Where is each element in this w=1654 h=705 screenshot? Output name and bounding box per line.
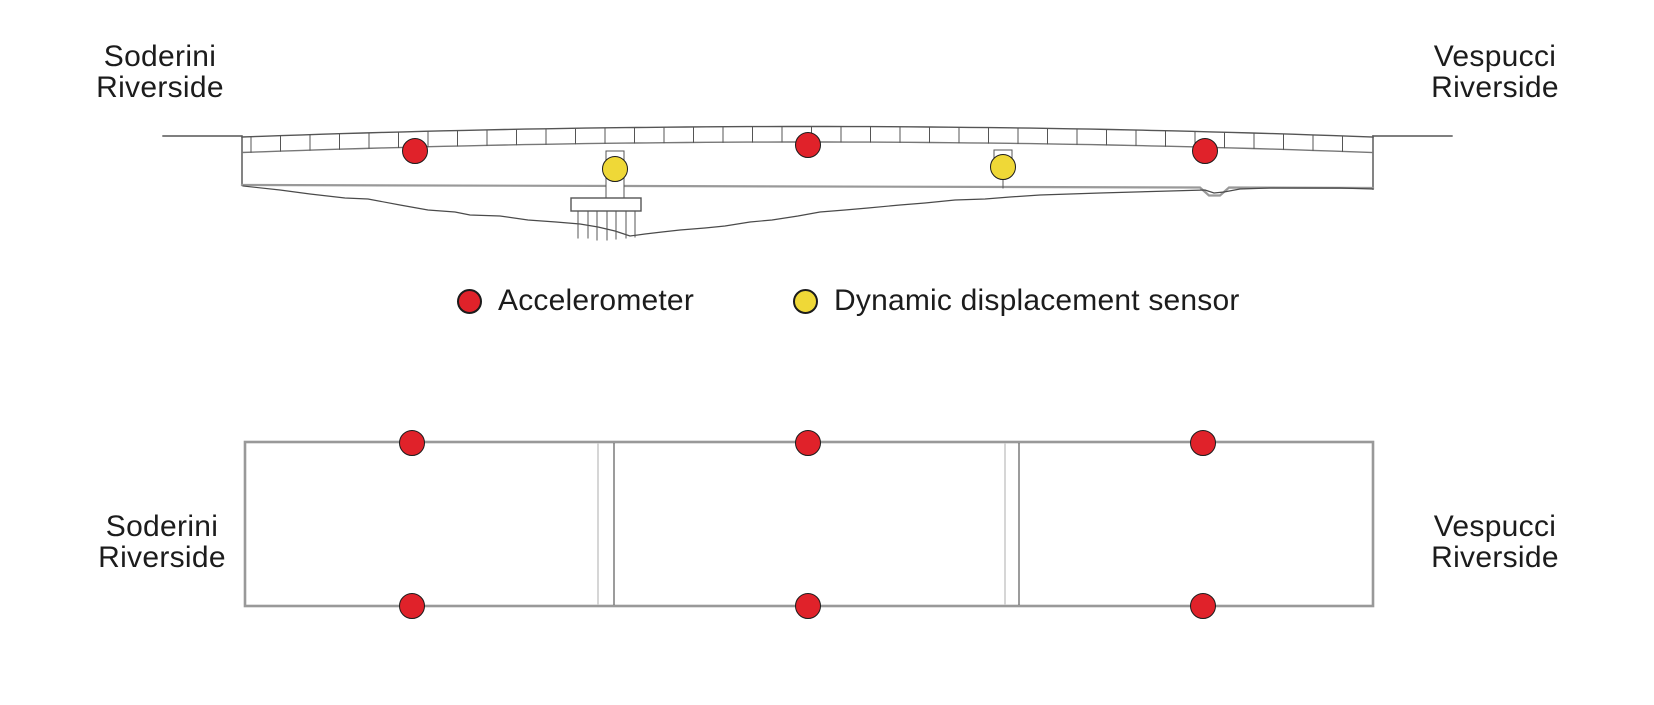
plan-view-drawing — [243, 440, 1375, 608]
legend-label-displacement-sensor: Dynamic displacement sensor — [834, 284, 1240, 317]
elevation-left-bank-label: Soderini Riverside — [40, 41, 280, 103]
plan-right-bank-label-line2: Riverside — [1431, 541, 1559, 574]
plan-left-bank-label-line1: Soderini — [105, 510, 219, 543]
pier-1 — [570, 150, 642, 241]
parapet — [241, 125, 1374, 154]
plan-left-bank-label: Soderini Riverside — [42, 511, 282, 573]
deck-bottom-edge — [240, 183, 1375, 197]
plan-left-bank-label-line2: Riverside — [98, 541, 226, 574]
pier-1-footing — [570, 197, 642, 212]
legend-label-accelerometer: Accelerometer — [498, 284, 695, 317]
elevation-left-bank-label-line2: Riverside — [96, 71, 224, 104]
pier-2-head — [993, 149, 1013, 161]
soffit-line — [242, 185, 1374, 237]
accelerometer-marker-icon — [457, 288, 482, 314]
elevation-left-bank-label-line1: Soderini — [103, 40, 217, 73]
pier-1-piles — [577, 210, 636, 241]
elevation-view-drawing — [162, 125, 1453, 241]
plan-deck-outline — [243, 440, 1375, 608]
elevation-right-bank-label-line1: Vespucci — [1433, 40, 1557, 73]
parapet-deck-line — [241, 141, 1374, 154]
elevation-right-bank-label-line2: Riverside — [1431, 71, 1559, 104]
pier-2 — [993, 149, 1013, 189]
parapet-top-rail — [241, 125, 1374, 138]
legend-item-displacement-sensor: Dynamic displacement sensor — [793, 283, 1240, 319]
plan-right-bank-label-line1: Vespucci — [1433, 510, 1557, 543]
displacement-sensor-marker-icon — [793, 288, 818, 314]
pier-1-shaft — [605, 150, 625, 199]
plan-right-bank-label: Vespucci Riverside — [1384, 511, 1606, 573]
legend-item-accelerometer: Accelerometer — [457, 283, 694, 319]
elevation-right-bank-label: Vespucci Riverside — [1384, 41, 1606, 103]
